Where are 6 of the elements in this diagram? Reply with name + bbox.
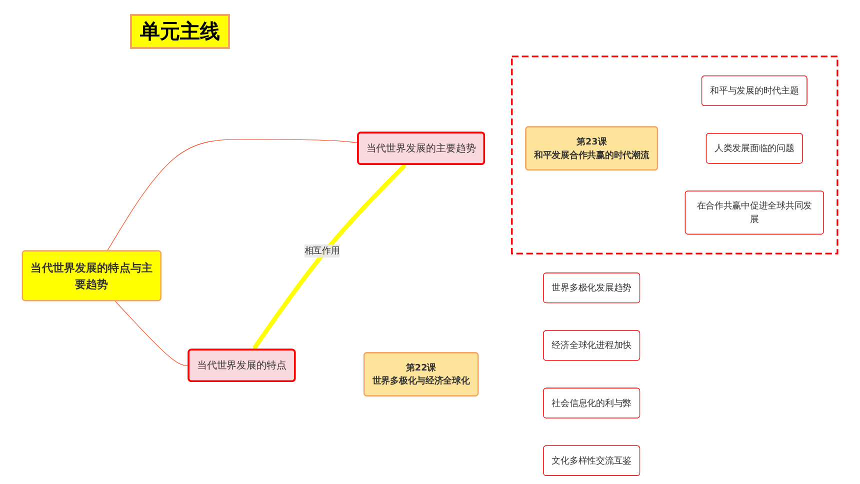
connector: [114, 300, 190, 366]
connector: [106, 139, 359, 252]
edge-label: 相互作用: [304, 245, 340, 256]
arrow: [252, 164, 406, 350]
cluster: [511, 56, 838, 254]
title: 单元主线: [130, 14, 230, 49]
